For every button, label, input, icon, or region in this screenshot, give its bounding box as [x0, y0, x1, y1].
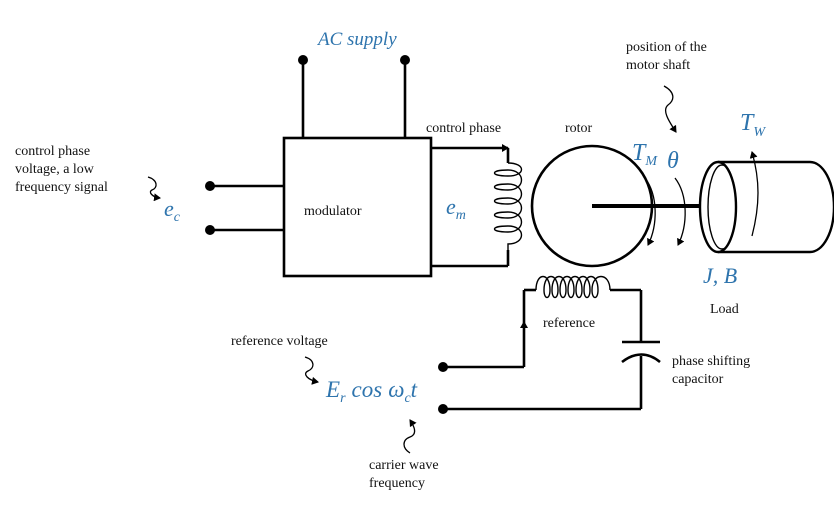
position-label-line2: motor shaft — [626, 58, 690, 73]
position-pointer — [663, 85, 677, 133]
t-w-symbol: TW — [740, 110, 766, 140]
j-b-symbol: J, B — [703, 263, 737, 288]
carrier-label-line1: carrier wave — [369, 458, 439, 473]
control-input-terminals — [205, 181, 284, 235]
modulator-label: modulator — [304, 204, 362, 219]
carrier-pointer — [403, 419, 417, 454]
torque-arc-tm — [644, 177, 656, 246]
control-voltage-line1: control phase — [15, 144, 90, 159]
phase-capacitor — [621, 340, 661, 409]
position-label-line1: position of the — [626, 40, 707, 55]
control-phase-winding — [431, 144, 523, 268]
e-c-symbol: ec — [164, 196, 181, 225]
ac-supply-terminals — [298, 55, 410, 138]
carrier-label-line2: frequency — [369, 476, 425, 491]
rotor-label: rotor — [565, 121, 593, 136]
theta-arc — [674, 177, 686, 246]
control-voltage-line2: voltage, a low — [15, 162, 95, 177]
ac-supply-label: AC supply — [316, 29, 397, 50]
reference-voltage-pointer — [304, 356, 319, 385]
modulator-box — [282, 136, 433, 278]
load-torque-arc — [749, 151, 759, 237]
reference-voltage-label: reference voltage — [231, 334, 328, 349]
load-cylinder — [698, 160, 834, 254]
control-voltage-pointer — [147, 176, 161, 202]
reference-terminals — [438, 362, 641, 414]
t-m-symbol: TM — [632, 140, 658, 169]
control-phase-label: control phase — [426, 121, 501, 136]
phase-cap-label-line1: phase shifting — [672, 354, 750, 369]
e-m-symbol: em — [446, 194, 466, 223]
load-label: Load — [710, 302, 739, 317]
phase-cap-label-line2: capacitor — [672, 372, 724, 387]
reference-label: reference — [543, 316, 595, 331]
control-voltage-line3: frequency signal — [15, 180, 108, 195]
theta-symbol: θ — [667, 148, 679, 174]
